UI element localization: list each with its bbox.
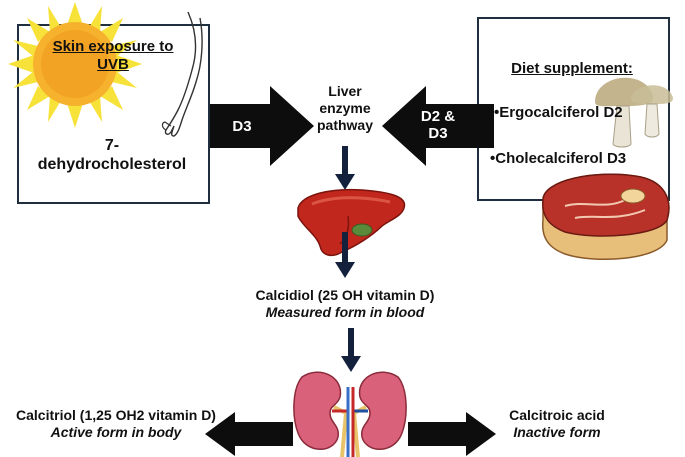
diet-heading: Diet supplement: — [511, 60, 633, 77]
calcidiol-title: Calcidiol (25 OH vitamin D) — [255, 287, 435, 303]
liver-text-3: pathway — [316, 116, 373, 133]
compound-line-1: 7- — [104, 137, 120, 154]
d2-d3-label-1: D2 & — [420, 108, 456, 125]
calcidiol-subtitle: Measured form in blood — [265, 303, 425, 320]
diet-item-cholecalciferol: •Cholecalciferol D3 — [490, 150, 627, 167]
down-arrow-2 — [335, 232, 355, 278]
d2-d3-arrow-label: D2 & D3 — [418, 108, 458, 143]
sun-icon — [8, 2, 142, 128]
d2-d3-label-2: D3 — [428, 125, 448, 143]
calcitroic-subtitle: Inactive form — [513, 423, 601, 440]
diet-item-ergocalciferol: •Ergocalciferol D2 — [494, 104, 623, 121]
calcitriol-subtitle: Active form in body — [50, 423, 182, 440]
down-arrow-3 — [341, 328, 361, 372]
liver-text-2: enzyme — [319, 99, 371, 116]
steak-icon — [541, 173, 670, 261]
d3-arrow-label: D3 — [232, 118, 252, 135]
calcitriol-arrow-left — [205, 412, 293, 456]
calcitroic-title: Calcitroic acid — [509, 407, 605, 423]
mushroom-icon — [595, 77, 673, 148]
d2-d3-arrow-left — [382, 86, 494, 166]
liver-icon — [297, 188, 406, 257]
liver-text-1: Liver — [328, 83, 362, 99]
skin-exposure-heading-2: UVB — [97, 56, 129, 73]
down-arrow-1 — [335, 146, 355, 190]
kidneys-icon — [293, 371, 407, 457]
d3-arrow-right — [210, 86, 314, 166]
calcitriol-title: Calcitriol (1,25 OH2 vitamin D) — [16, 407, 216, 423]
compound-line-2: dehydrocholesterol — [37, 156, 187, 174]
skin-exposure-heading-1: Skin exposure to — [52, 38, 174, 55]
calcitroic-arrow-right — [408, 412, 496, 456]
arm-icon — [161, 11, 203, 137]
